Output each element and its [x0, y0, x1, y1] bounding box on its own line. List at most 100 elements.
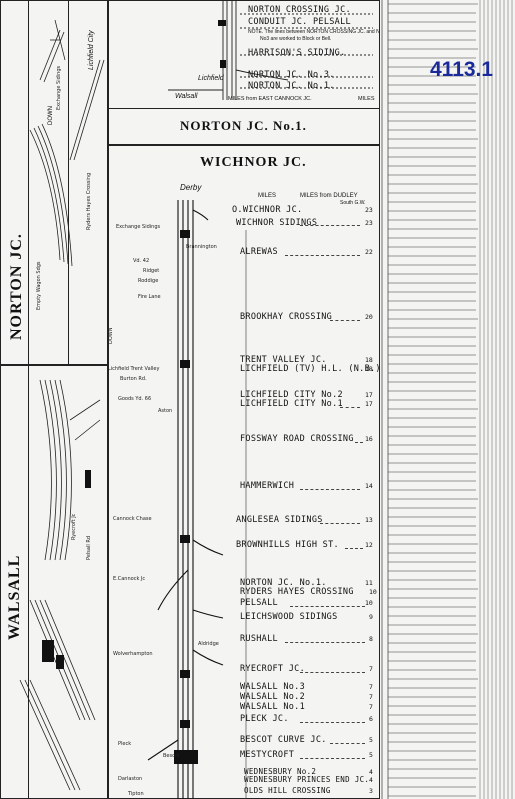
station-10: ANGLESEA SIDINGS: [236, 515, 323, 525]
wichnor-jc-title: WICHNOR JC.: [200, 155, 307, 170]
top-walsall: Walsall: [175, 93, 198, 100]
svg-text:Brannington: Brannington: [186, 244, 217, 250]
svg-text:Darlaston: Darlaston: [118, 776, 142, 782]
top-station-2: HARRISON'S SIDING.: [248, 48, 346, 58]
left-divider: [28, 0, 29, 799]
top-note-2: No3 are worked to Block or Bell.: [260, 36, 332, 42]
leader-line: [345, 548, 363, 549]
mile-25: 4: [369, 776, 373, 784]
mile-1: 23: [365, 219, 373, 227]
station-3: BROOKHAY CROSSING: [240, 312, 333, 322]
mileage-grid: [380, 0, 515, 799]
station-12: NORTON JC. No.1.: [240, 578, 327, 588]
leader-line: [300, 489, 360, 490]
mile-14: 10: [365, 599, 373, 607]
norton-diagram-frame: [108, 0, 380, 145]
mile-23: 5: [369, 751, 373, 759]
svg-text:Ryders Hayes Crossing: Ryders Hayes Crossing: [86, 173, 92, 230]
miles-from-dudley: MILES from DUDLEY: [300, 193, 358, 199]
station-25: WEDNESBURY PRINCES END JC.: [244, 775, 370, 784]
mile-12: 11: [365, 579, 373, 587]
station-11: BROWNHILLS HIGH ST.: [236, 540, 339, 550]
top-miles-right: MILES: [358, 96, 375, 102]
leader-line: [340, 407, 360, 408]
svg-text:Tipton: Tipton: [127, 791, 144, 797]
norton-track-diagram: [168, 0, 373, 100]
svg-text:Wolverhampton: Wolverhampton: [113, 651, 153, 657]
station-1: WICHNOR SIDINGS: [236, 218, 318, 228]
mile-17: 7: [369, 665, 373, 673]
mile-0: 23: [365, 206, 373, 214]
leader-line: [300, 758, 365, 759]
station-15: LEICHSWOOD SIDINGS: [240, 612, 338, 622]
top-station-1: CONDUIT JC. PELSALL: [248, 17, 351, 27]
mile-5: 18: [365, 365, 373, 373]
svg-text:Vd. 42: Vd. 42: [133, 258, 149, 264]
derby-label: Derby: [180, 183, 202, 192]
svg-text:Roddige: Roddige: [138, 278, 158, 284]
mile-7: 17: [365, 400, 373, 408]
mile-11: 12: [365, 541, 373, 549]
leader-line: [355, 442, 363, 443]
svg-text:Fire Lane: Fire Lane: [138, 294, 161, 300]
leader-line: [300, 672, 365, 673]
station-20: WALSALL No.1: [240, 702, 306, 712]
leader-line: [285, 642, 365, 643]
leader-line: [320, 523, 360, 524]
mile-8: 16: [365, 435, 373, 443]
svg-text:Exchange Sidings: Exchange Sidings: [116, 224, 160, 230]
station-0: O.WICHNOR JC.: [232, 205, 303, 215]
station-7: LICHFIELD CITY No.1: [240, 399, 343, 409]
left-divider-2: [68, 0, 69, 365]
mile-3: 20: [365, 313, 373, 321]
station-17: RYECROFT JC.: [240, 664, 306, 674]
station-24: WEDNESBURY No.2: [244, 767, 317, 776]
svg-text:Lichfield Trent Valley: Lichfield Trent Valley: [108, 366, 159, 372]
svg-text:DOWN: DOWN: [108, 327, 114, 344]
top-station-3: NORTON JC. No.3.: [248, 70, 335, 80]
svg-text:Bescot: Bescot: [163, 753, 180, 759]
mile-13: 10: [369, 588, 377, 596]
leader-line: [300, 722, 365, 723]
mile-4: 18: [365, 356, 373, 364]
mile-19: 7: [369, 693, 373, 701]
top-station-4: NORTON JC. No.1.: [248, 81, 335, 91]
mile-10: 13: [365, 516, 373, 524]
leader-line: [285, 255, 360, 256]
station-19: WALSALL No.2: [240, 692, 306, 702]
miles-header: MILES: [258, 193, 277, 199]
leader-line: [330, 743, 365, 744]
station-26: OLDS HILL CROSSING: [244, 786, 331, 795]
wichnor-track-diagram: Exchange Sidings Brannington Vd. 42 Ridg…: [108, 200, 247, 799]
svg-text:E.Cannock Jc: E.Cannock Jc: [113, 576, 145, 582]
station-23: MESTYCROFT: [240, 750, 295, 760]
station-9: HAMMERWICH: [240, 481, 295, 491]
south-gw: South G.W.: [340, 200, 366, 206]
mile-9: 14: [365, 482, 373, 490]
mile-22: 5: [369, 736, 373, 744]
svg-text:Pelsall Rd: Pelsall Rd: [86, 536, 92, 560]
station-21: PLECK JC.: [240, 714, 289, 724]
leader-line: [330, 320, 360, 321]
mile-18: 7: [369, 683, 373, 691]
mile-21: 6: [369, 715, 373, 723]
station-18: WALSALL No.3: [240, 682, 306, 692]
station-13: RYDERS HAYES CROSSING: [240, 587, 354, 597]
top-miles-label: MILES from EAST CANNOCK JC.: [228, 96, 312, 102]
station-6: LICHFIELD CITY No.2: [240, 390, 343, 400]
svg-text:Ryecroft Jc: Ryecroft Jc: [71, 513, 77, 540]
page-number: 4113.1: [430, 58, 494, 81]
station-16: RUSHALL: [240, 634, 278, 644]
svg-text:Exchange Sidings: Exchange Sidings: [56, 66, 62, 110]
mile-24: 4: [369, 768, 373, 776]
mile-16: 8: [369, 635, 373, 643]
norton-title-divider: [108, 108, 380, 109]
leader-line: [290, 606, 365, 607]
svg-text:Goods Yd. 66: Goods Yd. 66: [118, 396, 151, 402]
svg-text:Empty Wagon Sdgs: Empty Wagon Sdgs: [36, 261, 42, 310]
left-track-diagram: Exchange Sidings Ryders Hayes Crossing E…: [19, 19, 105, 791]
svg-text:Aston: Aston: [158, 408, 172, 414]
station-2: ALREWAS: [240, 247, 278, 257]
mile-20: 7: [369, 703, 373, 711]
svg-text:Aldridge: Aldridge: [198, 641, 219, 647]
